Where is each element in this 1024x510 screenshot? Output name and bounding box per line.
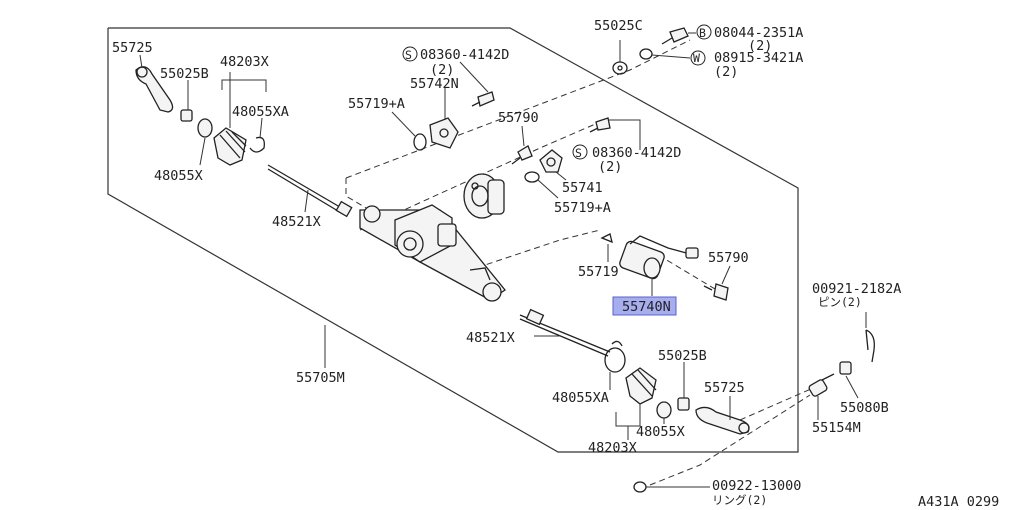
nut-55080b[interactable] (839, 361, 852, 375)
nut-55025b-top[interactable] (180, 109, 193, 122)
label-55719a-top: 55719+A (348, 96, 405, 112)
clip-48055xa-low[interactable] (604, 347, 626, 373)
clamp-48055x-top[interactable] (197, 118, 213, 138)
plate-55742n[interactable] (429, 117, 459, 149)
washer-55025c[interactable] (612, 61, 628, 75)
label-55025c: 55025C (594, 18, 643, 34)
dashed-line-lower (739, 384, 821, 421)
label-55740n: 55740N (622, 299, 671, 315)
label-00921-sub: ピン(2) (818, 295, 862, 309)
clamp-48055x-low[interactable] (656, 401, 672, 419)
label-08360-mid-qty: (2) (598, 159, 622, 175)
label-55025b-top: 55025B (160, 66, 209, 82)
label-55742n: 55742N (410, 76, 459, 92)
oring-55719a-top[interactable] (413, 133, 427, 151)
bolt-55790-top[interactable] (517, 145, 533, 161)
cotter-pin-00921[interactable] (865, 329, 875, 363)
boot-48203x-low[interactable] (625, 367, 657, 405)
label-08360-top-qty: (2) (430, 62, 454, 78)
highlight-55740n[interactable] (612, 296, 677, 316)
prefix-s-top: S (405, 48, 412, 62)
label-55725-top: 55725 (112, 40, 153, 56)
plate-55741[interactable] (539, 149, 563, 173)
tie-rod-end-top[interactable] (135, 66, 174, 113)
circle-s-mid (572, 144, 588, 160)
label-48055x-top: 48055X (154, 168, 203, 184)
label-55719a-mid: 55719+A (554, 200, 611, 216)
washer-08915[interactable] (639, 48, 653, 60)
label-48521x-low: 48521X (466, 330, 515, 346)
label-55080b: 55080B (840, 400, 889, 416)
label-48055x-low: 48055X (636, 424, 685, 440)
ball-joint-55154m[interactable] (808, 373, 835, 397)
label-08044: 08044-2351A (714, 25, 803, 41)
tie-rod-end-low[interactable] (695, 406, 750, 435)
label-48203x-top: 48203X (220, 54, 269, 70)
nut-55025b-low[interactable] (677, 397, 690, 411)
label-48055xa-low: 48055XA (552, 390, 609, 406)
diagram-code: A431A 0299 (918, 494, 999, 510)
oring-55719a-mid[interactable] (524, 171, 540, 183)
label-55719: 55719 (578, 264, 619, 280)
label-48055xa-top: 48055XA (232, 104, 289, 120)
label-00922: 00922-13000 (712, 478, 801, 494)
dashed-line-bottom (649, 394, 811, 486)
label-55790-right: 55790 (708, 250, 749, 266)
label-00921: 00921-2182A (812, 281, 901, 297)
bolt-55790-right[interactable] (713, 283, 729, 301)
oring-55719[interactable] (600, 233, 613, 244)
label-48521x-top: 48521X (272, 214, 321, 230)
label-48203x-low: 48203X (588, 440, 637, 456)
bolt-08044[interactable] (669, 27, 689, 43)
circle-s-top (402, 46, 418, 62)
screw-08360-mid[interactable] (595, 117, 611, 131)
circle-b (696, 24, 712, 40)
prefix-b: B (699, 26, 706, 40)
label-55705m: 55705M (296, 370, 345, 386)
inner-rod-48521x-top[interactable] (267, 164, 346, 211)
label-08360-mid: 08360-4142D (592, 145, 681, 161)
rod-joint-top (335, 200, 353, 218)
motor-55740n[interactable] (618, 235, 699, 280)
ring-00922[interactable] (633, 481, 647, 493)
assembly-frame (107, 27, 799, 453)
circle-w (690, 50, 706, 66)
label-08044-qty: (2) (748, 38, 772, 54)
dashed-line-mid2 (359, 121, 601, 231)
clip-48055xa-top[interactable] (249, 136, 265, 153)
label-55790-top: 55790 (498, 110, 539, 126)
label-08360-top: 08360-4142D (420, 47, 509, 63)
label-55154m: 55154M (812, 420, 861, 436)
label-55025b-low: 55025B (658, 348, 707, 364)
label-55741: 55741 (562, 180, 603, 196)
actuator-body[interactable] (463, 173, 505, 219)
label-55725-low: 55725 (704, 380, 745, 396)
label-00922-sub: リング(2) (712, 493, 767, 507)
rack-housing-55705m[interactable] (359, 204, 506, 302)
prefix-w: W (693, 51, 700, 65)
screw-08360-top[interactable] (477, 91, 495, 107)
label-08915: 08915-3421A (714, 50, 803, 66)
label-08915-qty: (2) (714, 64, 738, 80)
prefix-s-mid: S (575, 146, 582, 160)
